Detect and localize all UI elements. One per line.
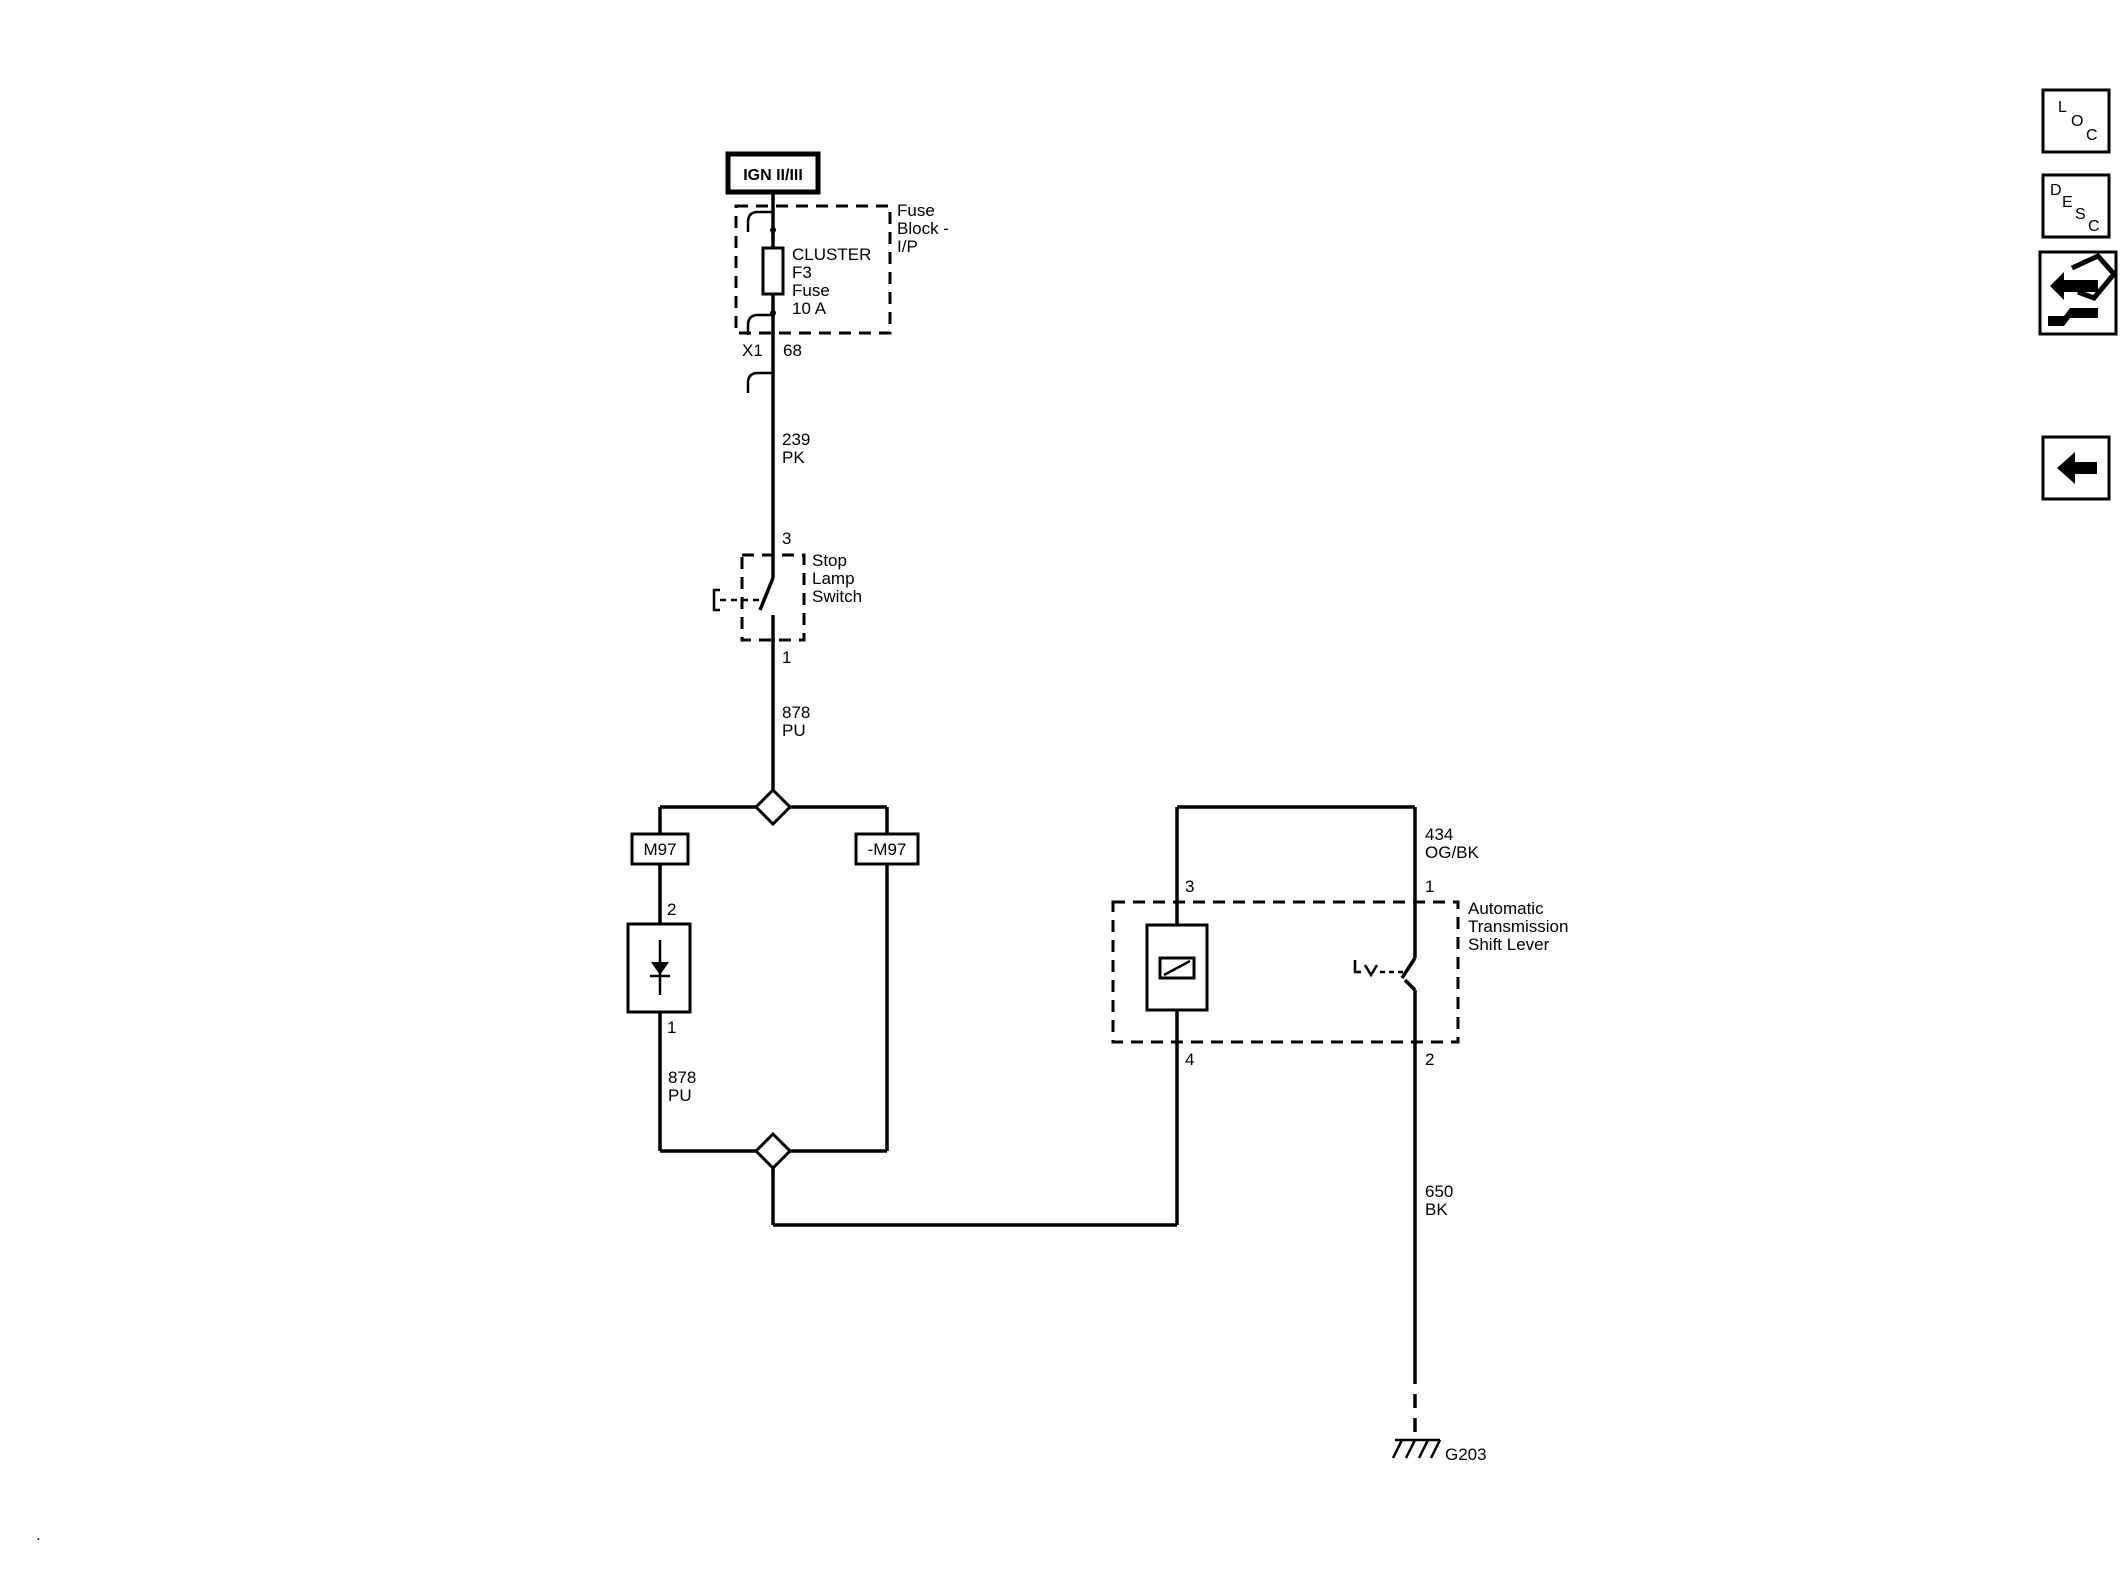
wire-239-color: PK — [782, 448, 805, 467]
switch-pin-bottom: 1 — [782, 648, 791, 667]
ground-label: G203 — [1445, 1445, 1487, 1464]
option-not-m97: -M97 — [854, 832, 920, 866]
switch-name-2: Lamp — [812, 569, 855, 588]
wire-878-left-color: PU — [668, 1086, 692, 1105]
fuse-block: CLUSTER F3 Fuse 10 A Fuse Block - I/P — [734, 192, 949, 335]
fuse-name: CLUSTER — [792, 245, 871, 264]
diagnostic-tools-button[interactable] — [2038, 250, 2118, 336]
solenoid-pin-top: 3 — [1185, 877, 1194, 896]
lever-name-1: Automatic — [1468, 899, 1544, 918]
fuse-id: F3 — [792, 263, 812, 282]
shift-lever: 3 4 1 2 Automatic Transmission Shift Lev… — [1111, 805, 1568, 1370]
wire-434-color: OG/BK — [1425, 843, 1480, 862]
fuse-rating: 10 A — [792, 299, 827, 318]
solenoid-pin-bottom: 4 — [1185, 1050, 1194, 1069]
switch-actuator-icon — [1353, 960, 1379, 978]
wire-650-color: BK — [1425, 1200, 1448, 1219]
switch-pin-top: 3 — [782, 529, 791, 548]
wire-878-top-circuit: 878 — [782, 703, 810, 722]
switch-name-1: Stop — [812, 551, 847, 570]
option-not-m97-label: -M97 — [868, 840, 907, 859]
fuse-type: Fuse — [792, 281, 830, 300]
splice-top — [753, 787, 793, 827]
loc-letter-3: C — [2086, 127, 2098, 144]
wire-878-top-color: PU — [782, 721, 806, 740]
lever-name-3: Shift Lever — [1468, 935, 1550, 954]
wire-434-circuit: 434 — [1425, 825, 1453, 844]
diode-icon — [651, 962, 669, 975]
desc-letter-2: E — [2062, 194, 2073, 211]
lever-name-2: Transmission — [1468, 917, 1568, 936]
lever-switch-pin-bottom: 2 — [1425, 1050, 1434, 1069]
ground-icon — [1429, 1439, 1442, 1459]
desc-letter-1: D — [2050, 182, 2062, 199]
diode: 2 1 — [626, 900, 692, 1037]
desc-letter-4: C — [2088, 218, 2100, 235]
fuse-block-name-2: Block - — [897, 219, 949, 238]
desc-button[interactable]: D E S C — [2041, 173, 2111, 239]
wire-239-circuit: 239 — [782, 430, 810, 449]
connector-label: X1 — [742, 341, 763, 360]
connector-pin: 68 — [783, 341, 802, 360]
diode-pin-bottom: 1 — [667, 1018, 676, 1037]
connector-x1: X1 68 — [742, 341, 802, 393]
loc-letter-2: O — [2071, 113, 2083, 130]
option-m97-label: M97 — [643, 840, 676, 859]
fuse-block-name-1: Fuse — [897, 201, 935, 220]
ign-power-source: IGN II/III — [725, 151, 821, 195]
lever-switch-pin-top: 1 — [1425, 877, 1434, 896]
footer-mark: . — [36, 1525, 41, 1544]
desc-letter-3: S — [2075, 206, 2086, 223]
ground-g203: G203 — [1391, 1370, 1487, 1464]
splice-bottom — [753, 1131, 793, 1171]
ign-label: IGN II/III — [743, 167, 803, 184]
back-button[interactable] — [2041, 435, 2111, 501]
wire-878-left-circuit: 878 — [668, 1068, 696, 1087]
switch-name-3: Switch — [812, 587, 862, 606]
diode-pin-top: 2 — [667, 900, 676, 919]
loc-button[interactable]: L O C — [2041, 88, 2111, 154]
fuse-icon — [761, 246, 785, 296]
transfer-arrows-icon — [2050, 272, 2098, 300]
fuse-block-name-3: I/P — [897, 237, 918, 256]
loc-letter-1: L — [2058, 99, 2067, 116]
wrench-icon — [2048, 308, 2098, 326]
back-arrow-icon — [2057, 452, 2097, 484]
wire-650-circuit: 650 — [1425, 1182, 1453, 1201]
stop-lamp-switch: 3 1 Stop Lamp Switch — [712, 529, 862, 667]
option-m97: M97 — [630, 832, 690, 866]
